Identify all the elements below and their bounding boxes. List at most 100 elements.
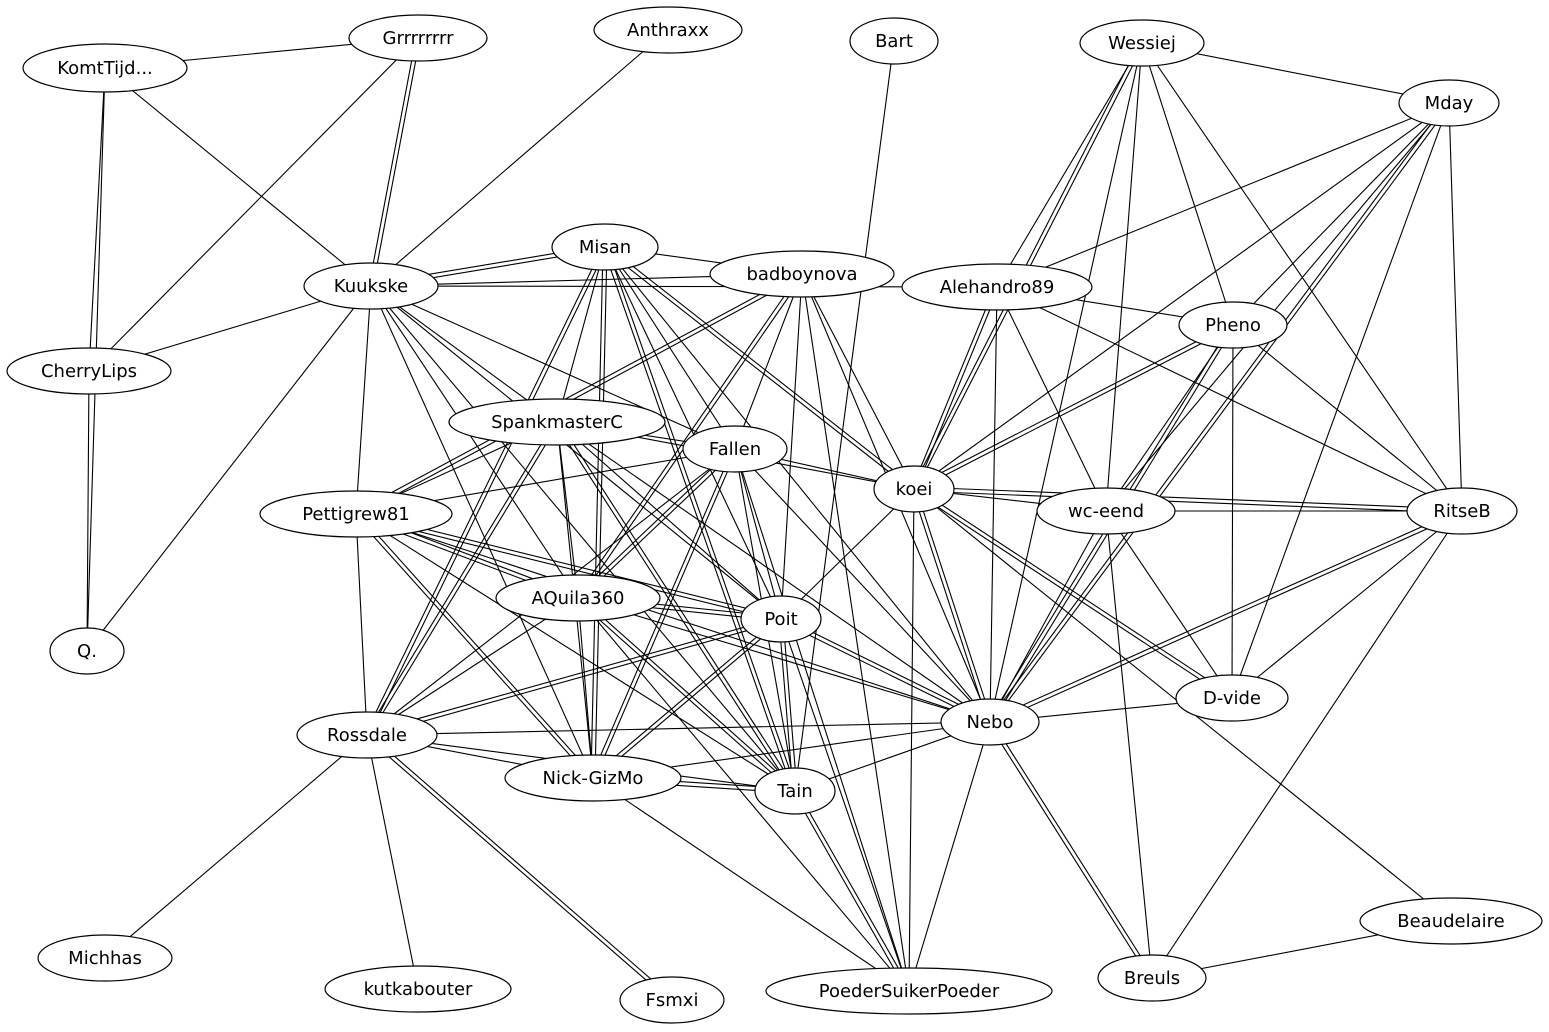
- node-label: Rossdale: [327, 725, 407, 746]
- edge-Poit-Tain: [778, 619, 794, 792]
- node-spankmasterc[interactable]: SpankmasterC: [448, 398, 666, 446]
- edge-Rossdale-Fsmxi: [367, 733, 674, 999]
- node-ellipse: [49, 627, 125, 675]
- edge-Bart-Tain: [794, 40, 895, 792]
- edge-Wessiej-Pheno: [1141, 42, 1234, 326]
- edge-SpankmasterC-Tain: [558, 420, 798, 791]
- edge-Grrrrrrrr-Kuukske: [372, 38, 421, 287]
- edge-Wessiej-wc-eend: [1105, 42, 1143, 512]
- node-label: Bart: [875, 31, 913, 52]
- node-label: wc-eend: [1068, 501, 1144, 522]
- node-poit[interactable]: Poit: [740, 595, 822, 643]
- node-kuukske[interactable]: Kuukske: [303, 262, 439, 310]
- node-ellipse: [940, 698, 1040, 746]
- node-bart[interactable]: Bart: [849, 17, 939, 65]
- node-tain[interactable]: Tain: [754, 767, 836, 815]
- node-breuls[interactable]: Breuls: [1097, 954, 1207, 1002]
- edge-Pettigrew81-Nick-GizMo: [354, 514, 592, 780]
- edge-RitseB-Nebo: [988, 508, 1462, 721]
- edge-Alehandro89-koei: [911, 286, 996, 489]
- edge-Fallen-Nick-GizMo: [590, 447, 734, 778]
- edge-Pettigrew81-Poit: [355, 515, 781, 622]
- node-label: AQuila360: [532, 588, 625, 609]
- node-kutkabouter[interactable]: kutkabouter: [324, 965, 512, 1013]
- node-label: badboynova: [746, 264, 857, 285]
- node-ritseb[interactable]: RitseB: [1406, 487, 1518, 535]
- node-ellipse: [901, 263, 1093, 311]
- edge-Pettigrew81-Tain: [355, 513, 796, 792]
- edge-Kuukske-AQuila360: [370, 285, 579, 599]
- node-ellipse: [754, 767, 836, 815]
- node-label: SpankmasterC: [491, 412, 623, 433]
- node-beaudelaire[interactable]: Beaudelaire: [1359, 897, 1543, 945]
- edge-Wessiej-RitseB: [1141, 42, 1463, 512]
- node-cherrylips[interactable]: CherryLips: [6, 347, 172, 395]
- node-aquila360[interactable]: AQuila360: [495, 574, 661, 622]
- edge-Misan-Nick-GizMo: [594, 247, 608, 779]
- node-pettigrew81[interactable]: Pettigrew81: [259, 490, 453, 538]
- node-ellipse: [1175, 674, 1289, 722]
- edge-AQuila360-Tain: [576, 599, 795, 793]
- node-label: Pettigrew81: [302, 504, 410, 525]
- node-label: Q.: [77, 641, 97, 662]
- edge-Mday-Nebo: [987, 101, 1448, 722]
- edge-Misan-Fallen: [604, 246, 736, 450]
- node-label: KomtTijd...: [57, 58, 153, 79]
- node-ellipse: [1359, 897, 1543, 945]
- edge-Mday-D-vide: [1231, 102, 1450, 699]
- edge-Wessiej-Alehandro89: [996, 42, 1143, 288]
- node-wc-eend[interactable]: wc-eend: [1036, 487, 1176, 535]
- edge-Kuukske-Nick-GizMo: [370, 285, 594, 779]
- node-wessiej[interactable]: Wessiej: [1079, 19, 1205, 67]
- edge-Nebo-Breuls: [991, 720, 1155, 978]
- node-ellipse: [296, 711, 438, 759]
- edge-Alehandro89-RitseB: [996, 286, 1463, 512]
- node-fsmxi[interactable]: Fsmxi: [619, 976, 725, 1024]
- edge-Rossdale-kutkabouter: [366, 734, 419, 990]
- edge-badboynova-PoederSuikerPoeder: [801, 273, 910, 992]
- node-koei[interactable]: koei: [873, 465, 955, 513]
- node-label: koei: [896, 479, 933, 500]
- node-mday[interactable]: Mday: [1398, 79, 1500, 127]
- node-komttijd[interactable]: KomtTijd...: [22, 43, 188, 93]
- edge-koei-Nebo: [915, 488, 993, 722]
- node-ellipse: [504, 754, 682, 802]
- edge-Kuukske-Tain: [370, 285, 796, 792]
- node-nebo[interactable]: Nebo: [940, 698, 1040, 746]
- node-anthraxx[interactable]: Anthraxx: [593, 6, 743, 54]
- edge-Pheno-koei: [912, 322, 1233, 488]
- edge-SpankmasterC-Poit: [556, 421, 782, 620]
- node-rossdale[interactable]: Rossdale: [296, 711, 438, 759]
- node-ellipse: [259, 490, 453, 538]
- edge-Wessiej-Nebo: [989, 42, 1143, 723]
- node-ellipse: [348, 14, 488, 62]
- edge-koei-Poit: [780, 488, 915, 620]
- node-ellipse: [37, 934, 173, 982]
- node-nick-gizmo[interactable]: Nick-GizMo: [504, 754, 682, 802]
- edge-Fallen-AQuila360: [576, 447, 735, 597]
- node-misan[interactable]: Misan: [551, 223, 659, 271]
- node-grrrrrrrr[interactable]: Grrrrrrrr: [348, 14, 488, 62]
- node-ellipse: [324, 965, 512, 1013]
- edge-Pettigrew81-Nick-GizMo: [357, 512, 595, 778]
- edge-Kuukske-Fallen: [370, 285, 736, 450]
- node-fallen[interactable]: Fallen: [682, 425, 788, 473]
- edge-Pettigrew81-Rossdale: [355, 513, 368, 736]
- node-pheno[interactable]: Pheno: [1178, 301, 1288, 349]
- node-alehandro89[interactable]: Alehandro89: [901, 263, 1093, 311]
- edge-koei-D-vide: [912, 490, 1232, 701]
- node-d-vide[interactable]: D-vide: [1175, 674, 1289, 722]
- edge-Kuukske-Pettigrew81: [355, 285, 372, 515]
- edge-AQuila360-Nick-GizMo: [577, 597, 594, 779]
- node-label: Fallen: [709, 439, 761, 460]
- node-ellipse: [593, 6, 743, 54]
- node-michhas[interactable]: Michhas: [37, 934, 173, 982]
- node-label: Anthraxx: [627, 20, 709, 41]
- node-label: Beaudelaire: [1397, 911, 1504, 932]
- node-label: Pheno: [1205, 315, 1261, 336]
- edge-RitseB-D-vide: [1231, 510, 1463, 699]
- node-q[interactable]: Q.: [49, 627, 125, 675]
- node-poedersuikerpoeder[interactable]: PoederSuikerPoeder: [765, 967, 1053, 1015]
- node-badboynova[interactable]: badboynova: [709, 250, 895, 298]
- edge-Mday-Alehandro89: [996, 102, 1450, 288]
